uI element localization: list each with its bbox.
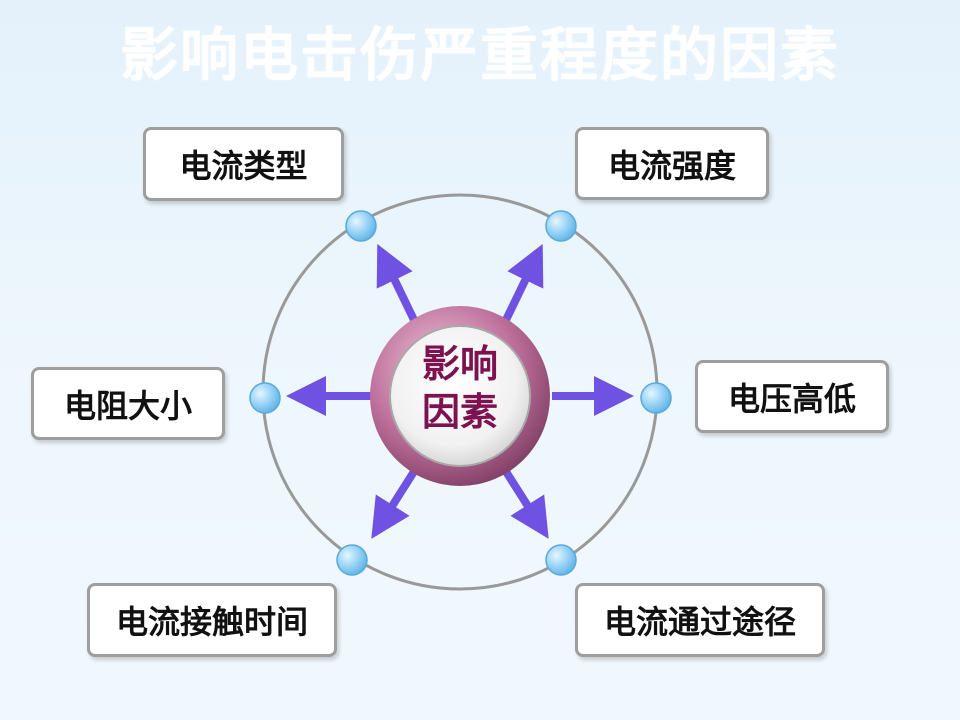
- factor-contact-time: 电流接触时间: [87, 583, 337, 657]
- node-left: [249, 382, 281, 414]
- factor-voltage: 电压高低: [695, 360, 889, 433]
- node-upper-left: [345, 210, 377, 242]
- node-upper-right: [545, 210, 577, 242]
- nodes: [249, 210, 672, 576]
- node-lower-right: [545, 544, 577, 576]
- arrow-upper-left: [376, 243, 419, 324]
- arrow-lower-left: [371, 467, 419, 539]
- center-label-line1: 影响: [421, 342, 498, 386]
- node-right: [640, 382, 672, 414]
- center-label-line2: 因素: [421, 390, 498, 434]
- factor-resistance: 电阻大小: [31, 367, 225, 440]
- node-lower-left: [336, 544, 368, 576]
- center-label: 影响 因素: [400, 340, 520, 436]
- factor-current-path: 电流通过途径: [575, 583, 825, 657]
- factor-current-type: 电流类型: [143, 127, 344, 201]
- arrow-upper-right: [501, 243, 544, 324]
- center-hub: [370, 306, 550, 486]
- slide-title: 影响电击伤严重程度的因素: [119, 21, 840, 89]
- arrow-lower-right: [501, 467, 549, 539]
- factor-current-intensity: 电流强度: [575, 127, 769, 200]
- arrows: [286, 243, 634, 539]
